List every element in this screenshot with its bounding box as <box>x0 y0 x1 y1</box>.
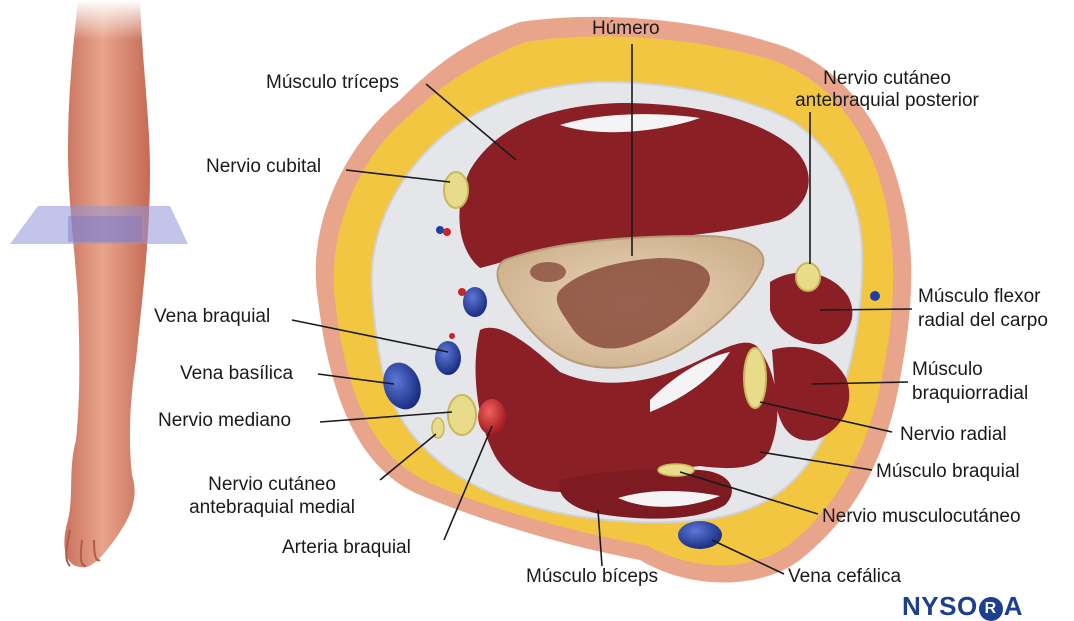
small-vein <box>436 226 444 234</box>
label-braquiorradial-line2: braquiorradial <box>912 383 1028 405</box>
small-artery <box>443 228 451 236</box>
label-cutaneo-medial-line2: antebraquial medial <box>172 497 372 519</box>
logo-prefix: NYSO <box>902 591 978 621</box>
label-vena-braquial: Vena braquial <box>154 306 270 328</box>
label-radial: Nervio radial <box>900 424 1007 446</box>
posterior-cutaneous-nerve <box>796 263 820 291</box>
small-vessel-red <box>458 288 466 296</box>
label-braquial: Músculo braquial <box>876 461 1020 483</box>
logo-suffix: A <box>1004 591 1023 621</box>
label-flexor-line2: radial del carpo <box>918 310 1048 332</box>
humerus-marrow-spot <box>530 262 566 282</box>
arm-silhouette <box>64 0 150 567</box>
ulnar-nerve <box>444 172 468 208</box>
label-humero: Húmero <box>592 18 660 40</box>
label-arteria: Arteria braquial <box>282 537 411 559</box>
section-band <box>68 216 142 242</box>
label-cubital: Nervio cubital <box>206 156 321 178</box>
logo-ring: R <box>979 597 1003 621</box>
label-cutaneo-posterior-line2: antebraquial posterior <box>772 90 1002 112</box>
label-vena-basilica: Vena basílica <box>180 363 293 385</box>
radial-nerve <box>744 348 766 408</box>
cephalic-vein <box>678 521 722 549</box>
median-nerve <box>448 395 476 435</box>
brachial-vein-upper <box>463 287 487 317</box>
label-braquiorradial-line1: Músculo <box>912 359 983 381</box>
label-flexor-line1: Músculo flexor <box>918 286 1041 308</box>
brachial-artery <box>478 399 506 435</box>
small-vessel-red-2 <box>449 333 455 339</box>
arm-fade <box>60 0 160 40</box>
label-musculocutaneo: Nervio musculocutáneo <box>822 506 1021 528</box>
label-cutaneo-posterior-line1: Nervio cutáneo <box>772 68 1002 90</box>
brachial-vein-lower <box>435 341 461 375</box>
arm-illustration <box>10 0 188 567</box>
small-vessel-blue-lateral <box>870 291 880 301</box>
label-cutaneo-medial-line1: Nervio cutáneo <box>172 474 372 496</box>
label-triceps: Músculo tríceps <box>266 72 399 94</box>
label-biceps: Músculo bíceps <box>526 566 658 588</box>
label-mediano: Nervio mediano <box>158 410 291 432</box>
label-cefalica: Vena cefálica <box>788 566 901 588</box>
leader-flexor <box>820 309 912 310</box>
